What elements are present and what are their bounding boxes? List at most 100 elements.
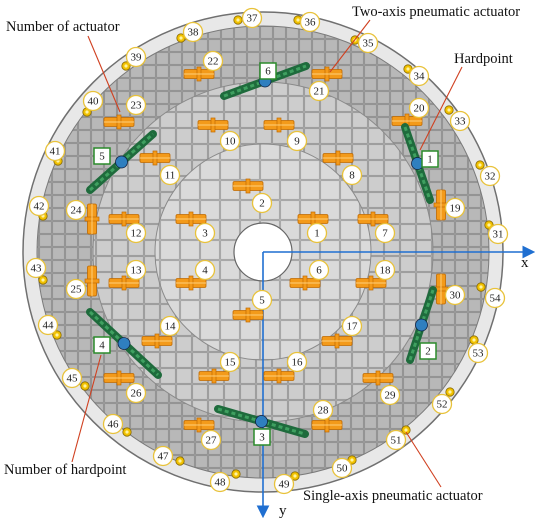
- number-text: 50: [337, 463, 349, 475]
- number-text: 15: [225, 357, 237, 369]
- number-circle: [251, 192, 273, 214]
- callout-single-axis: Single-axis pneumatic actuator: [303, 488, 483, 504]
- hardpoint-number: 1: [427, 154, 433, 166]
- actuator-number-40: 40: [82, 90, 104, 112]
- actuator-bar-4: [175, 275, 207, 291]
- number-text: 41: [50, 146, 61, 158]
- rim-actuator-43: [38, 275, 48, 285]
- actuator-bar-15: [198, 368, 230, 384]
- actuator-number-48: 48: [209, 471, 231, 493]
- hardpoint-3: 3: [214, 405, 309, 446]
- actuator-number-50: 50: [331, 457, 353, 479]
- rim-actuator-center: [487, 223, 491, 227]
- actuator-number-44: 44: [37, 314, 59, 336]
- actuator-bar-9: [263, 117, 295, 133]
- actuator-number-29: 29: [379, 384, 401, 406]
- actuator-number-14: 14: [159, 315, 181, 337]
- rim-actuator-center: [448, 390, 452, 394]
- number-text: 52: [437, 399, 448, 411]
- number-text: 7: [382, 228, 388, 240]
- number-circle: [467, 342, 489, 364]
- callout-number-of-hardpoint: Number of hardpoint: [4, 462, 126, 478]
- number-circle: [312, 399, 334, 421]
- number-circle: [286, 351, 308, 373]
- actuator-number-31: 31: [487, 223, 509, 245]
- number-circle: [444, 197, 466, 219]
- actuator-bar-22: [183, 66, 215, 82]
- callout-leader-single-axis: [405, 431, 442, 488]
- rim-actuator-center: [125, 430, 129, 434]
- callout-leader-two-axis: [329, 19, 371, 73]
- actuator-number-41: 41: [44, 140, 66, 162]
- hardpoint-number-box: [419, 342, 437, 360]
- number-text: 53: [473, 348, 485, 360]
- number-circle: [273, 473, 295, 495]
- callout-hardpoint: Hardpoint: [454, 51, 513, 67]
- callout-number-of-actuator: Number of actuator: [6, 19, 120, 35]
- number-text: 38: [188, 27, 200, 39]
- number-circle: [374, 222, 396, 244]
- actuator-number-21: 21: [308, 80, 330, 102]
- actuator-number-36: 36: [299, 11, 321, 33]
- number-text: 32: [485, 171, 496, 183]
- actuator-number-28: 28: [312, 399, 334, 421]
- number-text: 9: [294, 136, 300, 148]
- actuator-number-6: 6: [308, 259, 330, 281]
- actuator-bar-21: [311, 66, 343, 82]
- number-circle: [299, 11, 321, 33]
- number-text: 22: [208, 56, 219, 68]
- actuator-number-16: 16: [286, 351, 308, 373]
- actuator-bar-19: [433, 189, 449, 221]
- actuator-number-52: 52: [431, 393, 453, 415]
- actuator-bar-8: [322, 150, 354, 166]
- number-circle: [200, 429, 222, 451]
- number-text: 40: [88, 96, 100, 108]
- actuator-bar-5: [232, 307, 264, 323]
- number-text: 14: [165, 321, 177, 333]
- number-circle: [341, 164, 363, 186]
- number-text: 2: [259, 198, 265, 210]
- rim-actuator-46: [122, 427, 132, 437]
- number-text: 39: [131, 52, 143, 64]
- actuator-bar-10: [197, 117, 229, 133]
- actuator-number-20: 20: [408, 97, 430, 119]
- rim-actuator-49: [290, 471, 300, 481]
- number-text: 3: [202, 228, 208, 240]
- rim-actuator-center: [479, 285, 483, 289]
- number-circle: [357, 32, 379, 54]
- rim-actuator-center: [85, 110, 89, 114]
- number-circle: [479, 165, 501, 187]
- rim-actuator-33: [444, 105, 454, 115]
- rim-actuator-center: [83, 384, 87, 388]
- actuator-number-39: 39: [125, 46, 147, 68]
- number-text: 29: [385, 390, 397, 402]
- number-text: 16: [292, 357, 304, 369]
- callouts: Number of actuator Two-axis pneumatic ac…: [4, 4, 520, 504]
- actuator-number-22: 22: [202, 50, 224, 72]
- number-text: 48: [215, 477, 227, 489]
- actuator-number-35: 35: [357, 32, 379, 54]
- rim-actuator-center: [350, 458, 354, 462]
- actuator-bar-1: [297, 211, 329, 227]
- actuator-bar-29: [362, 370, 394, 386]
- actuator-number-7: 7: [374, 222, 396, 244]
- actuator-number-37: 37: [241, 7, 263, 29]
- actuator-number-45: 45: [61, 367, 83, 389]
- hardpoint-number: 6: [265, 66, 271, 78]
- rim-actuator-center: [296, 18, 300, 22]
- rim-actuator-center: [178, 459, 182, 463]
- two-axis-actuator-node: [117, 337, 131, 350]
- rim-actuator-39: [121, 61, 131, 71]
- actuator-number-18: 18: [374, 259, 396, 281]
- actuator-bar-16: [263, 368, 295, 384]
- number-circle: [484, 287, 506, 309]
- two-axis-actuator-node: [415, 318, 428, 332]
- number-circle: [408, 65, 430, 87]
- number-text: 24: [71, 205, 83, 217]
- actuator-number-3: 3: [194, 222, 216, 244]
- number-circle: [182, 21, 204, 43]
- number-text: 6: [316, 265, 322, 277]
- actuator-number-32: 32: [479, 165, 501, 187]
- number-circle: [219, 130, 241, 152]
- number-text: 26: [131, 388, 143, 400]
